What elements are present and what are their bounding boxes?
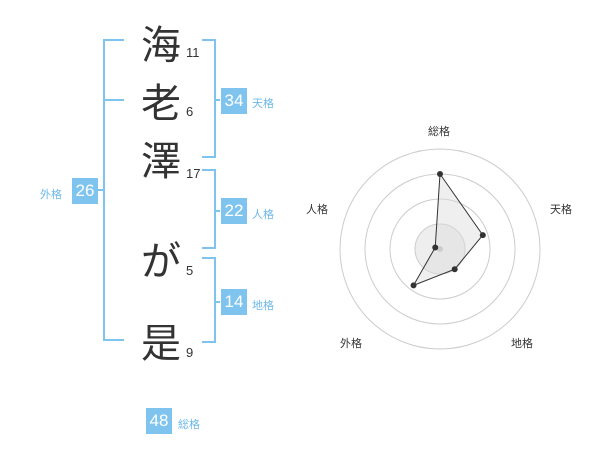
name-char-4: が [141, 239, 181, 285]
name-char-5: 是 [141, 321, 181, 367]
radar-label-gaikaku: 外格 [340, 337, 362, 350]
radar-point-3 [451, 266, 458, 273]
name-char-3: 澤 [141, 139, 181, 185]
gaikaku-value: 26 [72, 178, 98, 204]
jinkaku-value: 22 [221, 198, 247, 224]
gaikaku-label: 外格 [40, 188, 62, 201]
radar-label-chikaku: 地格 [511, 337, 533, 350]
name-char-1: 海 [141, 23, 181, 69]
chikaku-bracket [202, 257, 216, 343]
chikaku-label: 地格 [252, 299, 274, 312]
radar-series-polygon [412, 172, 484, 287]
stroke-count-4: 5 [186, 263, 194, 278]
jinkaku-bracket [202, 169, 216, 249]
stroke-count-1: 11 [186, 45, 200, 60]
stroke-count-3: 17 [186, 166, 201, 181]
radar-ring-2 [389, 198, 491, 300]
tenkaku-bracket [202, 39, 216, 158]
name-char-2: 老 [141, 81, 181, 127]
radar-point-4 [410, 282, 417, 289]
radar-label-soukaku: 総格 [428, 125, 450, 138]
stroke-count-5: 9 [186, 345, 194, 360]
chikaku-value: 14 [221, 289, 247, 315]
radar-ring-4 [339, 148, 541, 350]
radar-label-tenkaku: 天格 [550, 203, 572, 216]
jinkaku-label: 人格 [252, 208, 274, 221]
radar-point-1 [437, 171, 443, 177]
radar-center-marker [437, 246, 443, 252]
radar-point-2 [479, 232, 486, 239]
soukaku-label: 総格 [178, 418, 200, 431]
soukaku-value: 48 [146, 408, 172, 434]
tenkaku-value: 34 [221, 88, 247, 114]
radar-point-5 [432, 244, 439, 251]
radar-label-jinkaku: 人格 [306, 203, 328, 216]
tenkaku-label: 天格 [252, 97, 274, 110]
stroke-count-2: 6 [186, 104, 194, 119]
